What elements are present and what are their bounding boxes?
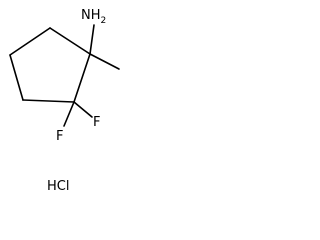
salt-label: HCl: [47, 179, 69, 194]
bond-c4-c5: [9, 27, 51, 56]
fluorine-label-2: F: [56, 129, 63, 144]
bond-c1-c2: [73, 53, 91, 103]
bond-c2-c3: [22, 99, 75, 103]
bond-c1-methyl: [89, 53, 120, 70]
amine-subscript: 2: [101, 16, 107, 26]
bond-c2-f1: [73, 101, 93, 118]
bond-c1-n: [89, 24, 95, 55]
fluorine-label-1: F: [93, 115, 100, 130]
bond-c5-c1: [49, 27, 91, 55]
bond-c3-c4: [9, 54, 24, 101]
amine-label: NH2: [81, 8, 106, 26]
bond-c2-f2: [63, 101, 75, 127]
chemical-structure: NH2 F F HCl: [9, 8, 120, 194]
cyclopentane-ring: [9, 27, 91, 103]
